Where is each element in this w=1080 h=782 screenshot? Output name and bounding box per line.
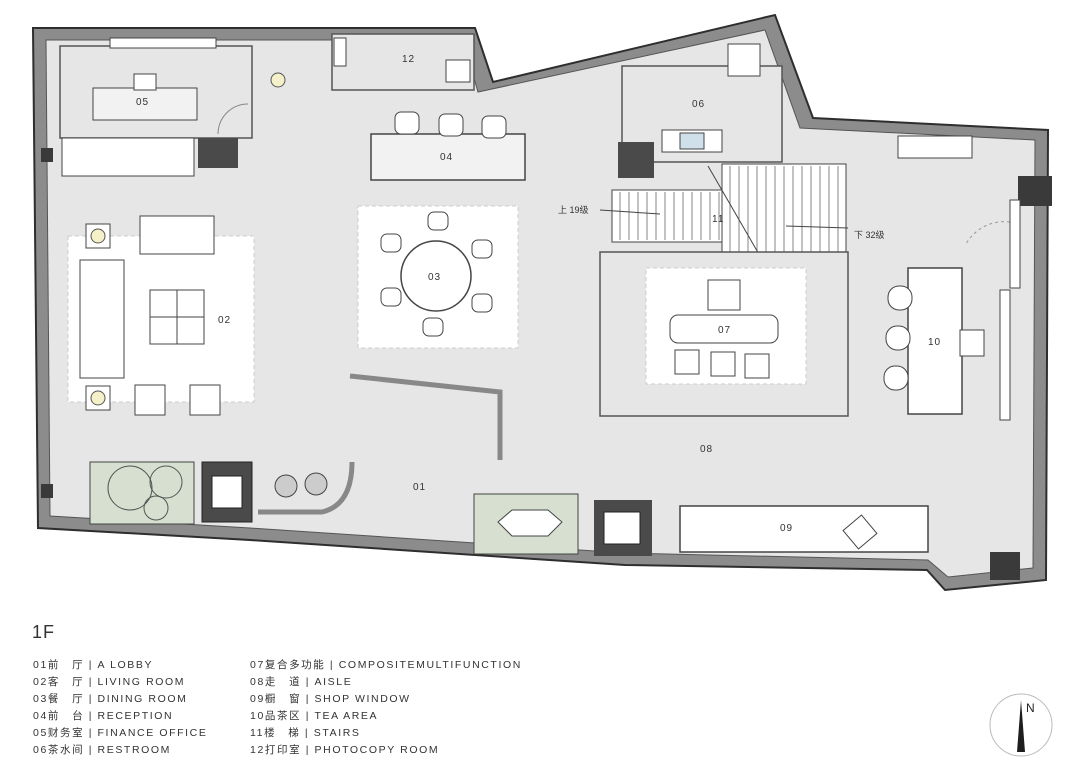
plant-icon bbox=[107, 465, 153, 511]
decor-vase bbox=[274, 474, 298, 498]
dining-chair bbox=[380, 233, 402, 253]
room-label-09: 09 bbox=[780, 523, 793, 534]
multifunction-seat bbox=[744, 353, 770, 379]
lamp-icon bbox=[90, 228, 106, 244]
legend-item: 12打印室 | PHOTOCOPY ROOM bbox=[250, 744, 440, 756]
dining-chair bbox=[422, 317, 444, 337]
finance-chair bbox=[133, 73, 157, 91]
multifunction-seat bbox=[674, 349, 700, 375]
dining-chair bbox=[471, 293, 493, 313]
reception-chair bbox=[481, 115, 507, 139]
tea-stool bbox=[887, 285, 913, 311]
dining-chair bbox=[471, 239, 493, 259]
east-window bbox=[999, 289, 1011, 421]
dining-table bbox=[400, 240, 472, 312]
stairs-down-arrow bbox=[785, 225, 849, 229]
tea-chair bbox=[959, 329, 985, 357]
multifunction-seat bbox=[710, 351, 736, 377]
lobby-planter-stone bbox=[497, 509, 563, 537]
legend-item: 07复合多功能 | COMPOSITEMULTIFUNCTION bbox=[250, 659, 522, 671]
finance-storage bbox=[61, 137, 195, 177]
tea-door-swing bbox=[965, 221, 1011, 245]
room-label-11: 11 bbox=[712, 214, 724, 225]
column bbox=[41, 148, 53, 162]
column bbox=[198, 138, 238, 168]
legend-item: 01前 厅 | A LOBBY bbox=[33, 659, 154, 671]
finance-cabinet bbox=[109, 37, 217, 49]
photocopy-shelf bbox=[333, 37, 347, 67]
lamp-icon bbox=[90, 390, 106, 406]
lobby-cabinet-inner bbox=[603, 511, 641, 545]
north-compass-icon: N bbox=[989, 693, 1053, 757]
room-label-08: 08 bbox=[700, 444, 713, 455]
legend-item: 11楼 梯 | STAIRS bbox=[250, 727, 361, 739]
floor-plan: 01 02 03 04 05 06 07 08 09 10 11 12 上 19… bbox=[31, 13, 1052, 592]
room-label-12: 12 bbox=[402, 54, 415, 65]
room-11-stairs bbox=[611, 163, 847, 257]
plant-icon bbox=[149, 465, 183, 499]
decor-vase bbox=[304, 472, 328, 496]
east-window bbox=[1009, 199, 1021, 289]
dining-chair bbox=[427, 211, 449, 231]
light-fixture bbox=[270, 72, 286, 88]
legend-item: 05财务室 | FINANCE OFFICE bbox=[33, 727, 208, 739]
legend-left: 01前 厅 | A LOBBY 02客 厅 | LIVING ROOM 03餐 … bbox=[33, 657, 207, 759]
legend-item: 03餐 厅 | DINING ROOM bbox=[33, 693, 188, 705]
column bbox=[41, 484, 53, 498]
tea-cabinet bbox=[897, 135, 973, 159]
stairs-up-label: 上 19级 bbox=[558, 204, 589, 215]
finance-door-swing bbox=[217, 103, 249, 135]
lobby-curved-counter bbox=[258, 461, 355, 515]
column bbox=[618, 142, 654, 178]
legend-item: 02客 厅 | LIVING ROOM bbox=[33, 676, 186, 688]
north-label: N bbox=[1026, 701, 1035, 715]
legend-item: 09橱 窗 | SHOP WINDOW bbox=[250, 693, 411, 705]
multifunction-chair bbox=[707, 279, 741, 311]
stairs-up-arrow bbox=[599, 209, 661, 215]
room-label-02: 02 bbox=[218, 315, 231, 326]
lobby-partition bbox=[349, 373, 503, 460]
reception-desk bbox=[370, 133, 526, 181]
room-label-01: 01 bbox=[413, 482, 426, 493]
multifunction-table bbox=[669, 314, 779, 344]
display-chair bbox=[842, 514, 878, 550]
photocopier bbox=[445, 59, 471, 83]
column bbox=[1018, 176, 1052, 206]
armchair bbox=[189, 384, 221, 416]
planter bbox=[89, 461, 195, 525]
sofa bbox=[79, 259, 125, 379]
legend-item: 08走 道 | AISLE bbox=[250, 676, 353, 688]
room-label-06: 06 bbox=[692, 99, 705, 110]
legend-item: 06茶水间 | RESTROOM bbox=[33, 744, 172, 756]
stairs-down-label: 下 32级 bbox=[854, 229, 885, 240]
tea-stool bbox=[885, 325, 911, 351]
legend-right: 07复合多功能 | COMPOSITEMULTIFUNCTION 08走 道 |… bbox=[250, 657, 522, 759]
floor-title: 1F bbox=[32, 622, 56, 642]
tea-stool bbox=[883, 365, 909, 391]
room-label-04: 04 bbox=[440, 152, 453, 163]
legend-item: 04前 台 | RECEPTION bbox=[33, 710, 174, 722]
armchair bbox=[134, 384, 166, 416]
restroom-fixture bbox=[727, 43, 761, 77]
reception-chair bbox=[394, 111, 420, 135]
sofa-two-seat bbox=[139, 215, 215, 255]
reception-chair bbox=[438, 113, 464, 137]
lobby-cabinet-inner bbox=[211, 475, 243, 509]
room-label-03: 03 bbox=[428, 272, 441, 283]
sink-icon bbox=[679, 132, 705, 150]
shop-window-platform bbox=[679, 505, 929, 553]
room-label-05: 05 bbox=[136, 97, 149, 108]
room-label-10: 10 bbox=[928, 337, 941, 348]
plant-icon bbox=[143, 495, 169, 521]
legend-item: 10品茶区 | TEA AREA bbox=[250, 710, 379, 722]
dining-chair bbox=[380, 287, 402, 307]
column bbox=[990, 552, 1020, 580]
room-label-07: 07 bbox=[718, 325, 731, 336]
